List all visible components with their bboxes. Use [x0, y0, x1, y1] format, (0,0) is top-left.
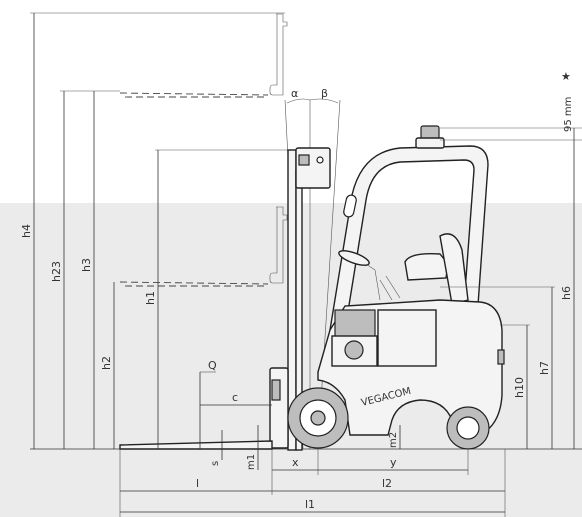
- compartment-door: [377, 309, 437, 367]
- alpha-arc: [286, 98, 311, 104]
- label-Q: Q: [208, 359, 217, 372]
- label-l: l: [196, 477, 199, 490]
- label-l2: l2: [382, 477, 392, 490]
- beta-arc: [309, 98, 339, 104]
- fan-grille: [344, 340, 364, 360]
- label-h4: h4: [20, 224, 33, 238]
- steering-wheel: [338, 250, 370, 266]
- label-95mm: 95 mm: [563, 97, 574, 132]
- rear-wheel: [446, 406, 490, 450]
- label-y: y: [390, 456, 397, 469]
- label-h10: h10: [513, 377, 526, 398]
- label-m1: m1: [246, 454, 257, 470]
- label-beta: β: [321, 87, 328, 100]
- control-levers: [379, 275, 401, 301]
- rear-light: [497, 349, 505, 365]
- label-m2: m2: [388, 432, 399, 448]
- label-x: x: [292, 456, 299, 469]
- mid-fork: [119, 281, 269, 285]
- mast-head-box: [295, 147, 331, 189]
- lowered-fork: [119, 440, 273, 450]
- front-wheel: [287, 387, 349, 449]
- grab-handle: [343, 194, 357, 218]
- label-h7: h7: [538, 361, 551, 375]
- label-l1: l1: [305, 498, 315, 511]
- raised-carriage-mid: [119, 206, 288, 287]
- label-h3: h3: [80, 258, 93, 272]
- operator-area: [338, 233, 469, 305]
- star-icon: ★: [561, 70, 571, 83]
- label-h2: h2: [100, 356, 113, 370]
- label-alpha: α: [291, 87, 298, 100]
- lowered-carriage: [119, 367, 289, 450]
- raised-fork-top: [119, 92, 269, 96]
- mast: [287, 147, 331, 451]
- chassis: VEGACOM: [317, 299, 505, 441]
- label-s: s: [210, 461, 221, 466]
- label-h23: h23: [50, 261, 63, 282]
- seat-cushion: [404, 252, 449, 281]
- label-h6: h6: [560, 286, 573, 300]
- raised-carriage-top: [119, 13, 288, 98]
- label-c: c: [232, 391, 238, 404]
- mast-light: [298, 154, 310, 166]
- battery-housing: [334, 309, 376, 339]
- label-h1: h1: [144, 291, 157, 305]
